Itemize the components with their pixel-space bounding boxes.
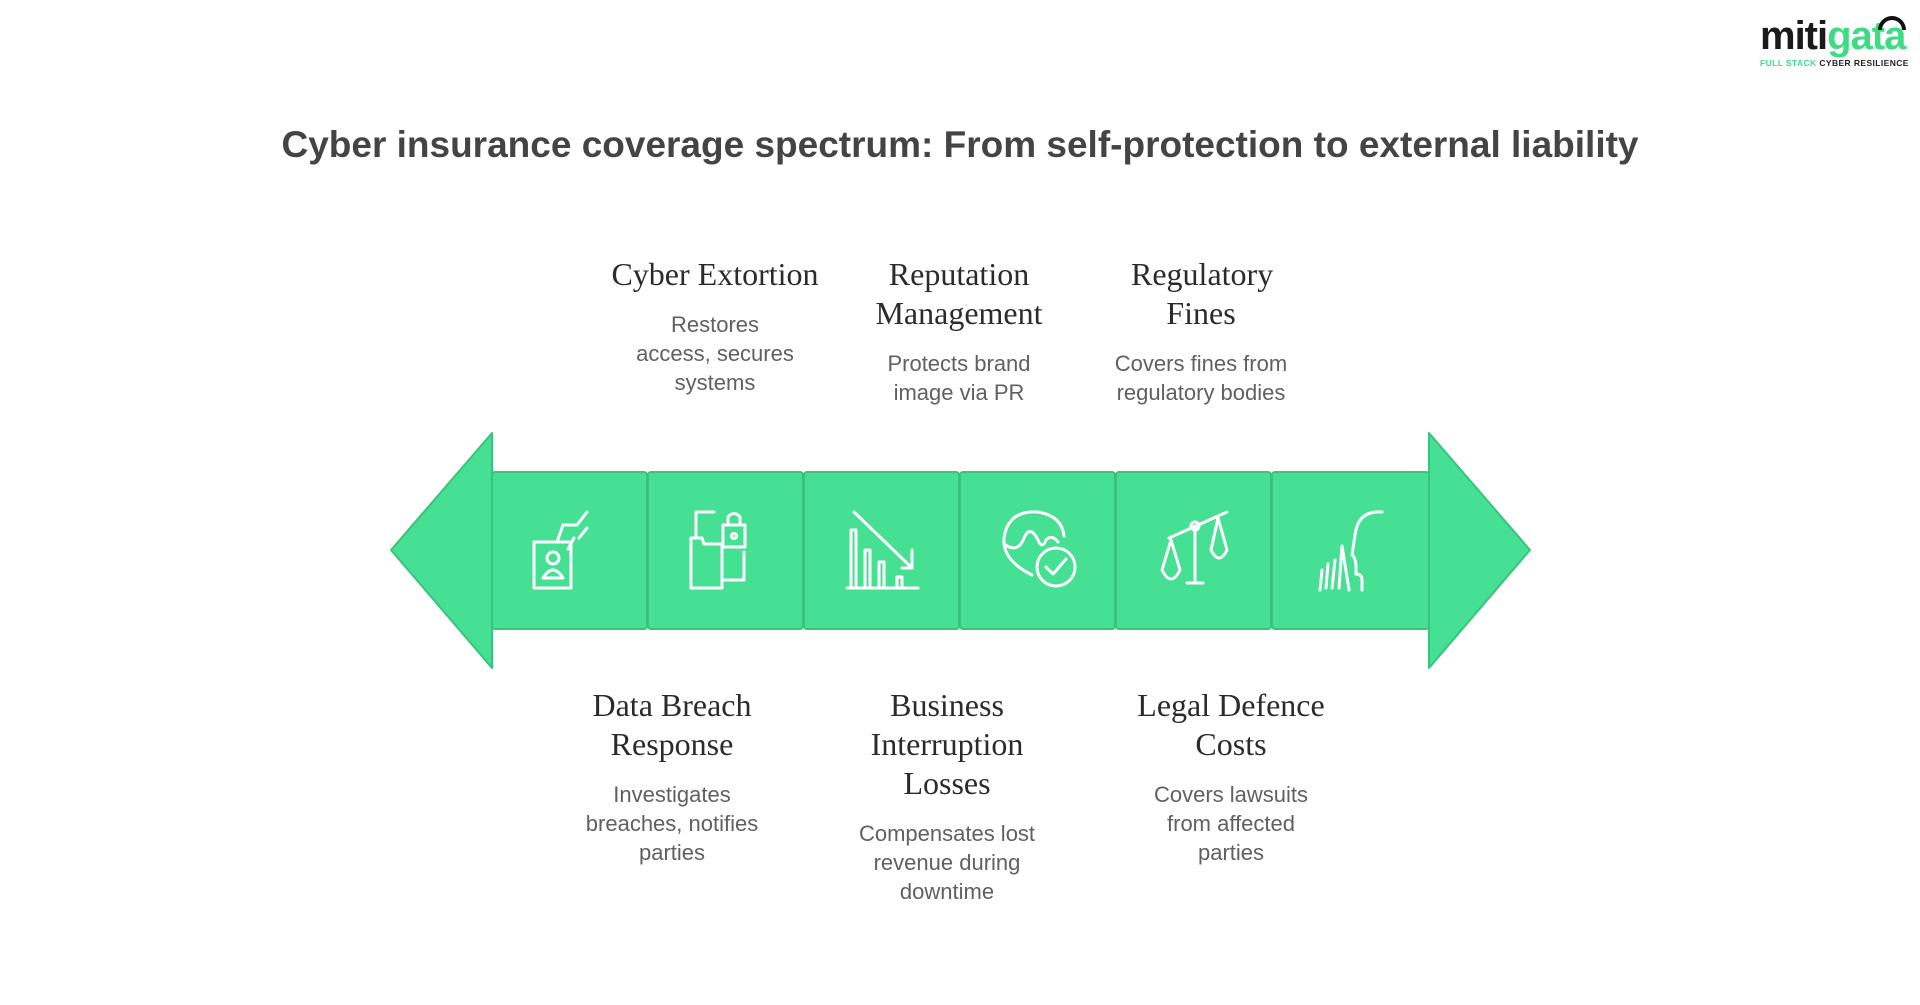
coverage-business-interruption: Business Interruption Losses Compensates… — [827, 686, 1067, 906]
scales-icon — [1160, 510, 1229, 585]
coverage-data-breach-response: Data Breach Response Investigates breach… — [552, 686, 792, 867]
segment-6 — [1271, 471, 1430, 630]
reputation-check-icon — [1002, 510, 1077, 588]
left-arrow-head — [390, 432, 493, 669]
item-title: Business Interruption Losses — [870, 687, 1024, 801]
coverage-cyber-extortion: Cyber Extortion Restores access, secures… — [595, 255, 835, 397]
segment-3 — [803, 471, 960, 630]
id-card-hand-icon — [532, 510, 589, 590]
item-desc: Investigates breaches, notifies parties — [585, 782, 759, 865]
item-desc: Restores access, secures systems — [636, 312, 794, 395]
page-title: Cyber insurance coverage spectrum: From … — [281, 124, 1639, 165]
coverage-legal-defence-costs: Legal Defence Costs Covers lawsuits from… — [1111, 686, 1351, 867]
logo-tag-dark: CYBER RESILIENCE — [1819, 58, 1909, 68]
folder-lock-icon — [689, 510, 747, 590]
item-title: Reputation Management — [875, 256, 1043, 331]
coverage-reputation-management: Reputation Management Protects brand ima… — [839, 255, 1079, 407]
coverage-regulatory-fines: Regulatory Fines Covers fines from regul… — [1081, 255, 1321, 407]
item-desc: Protects brand image via PR — [887, 351, 1031, 405]
item-title: Data Breach Response — [592, 687, 752, 762]
item-desc: Compensates lost revenue during downtime — [858, 821, 1036, 904]
segment-4 — [959, 471, 1116, 630]
right-arrow-head — [1428, 432, 1531, 669]
declining-chart-icon — [845, 510, 920, 590]
logo-word-dark: miti — [1760, 14, 1828, 58]
mitigata-logo: mitigata FULL STACK CYBER RESILIENCE — [1760, 14, 1909, 68]
signal-arc-icon — [1878, 16, 1906, 30]
segment-2 — [647, 471, 804, 630]
item-title: Legal Defence Costs — [1137, 687, 1325, 762]
item-title: Cyber Extortion — [611, 256, 819, 292]
item-desc: Covers fines from regulatory bodies — [1114, 351, 1288, 405]
item-desc: Covers lawsuits from affected parties — [1153, 782, 1309, 865]
item-title: Regulatory Fines — [1131, 256, 1274, 331]
logo-tag-green: FULL STACK — [1760, 58, 1817, 68]
silence-gesture-icon — [1318, 510, 1384, 592]
